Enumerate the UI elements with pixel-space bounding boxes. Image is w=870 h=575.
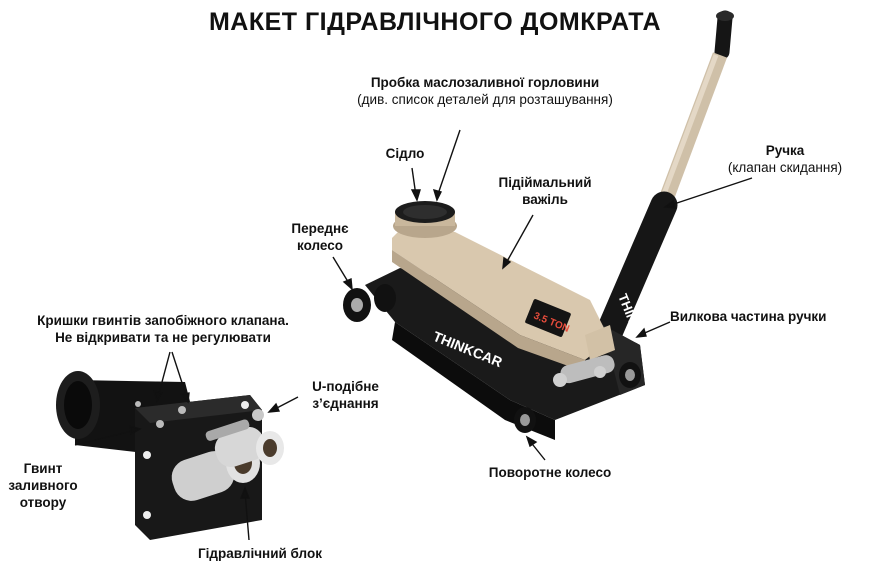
handle-fork [553, 325, 615, 387]
label-fill-plug: Пробка маслозаливної горловини (див. спи… [357, 75, 613, 107]
lift-arm: 3.5 TON [392, 222, 610, 372]
label-fill-screw: Гвинт заливного отвору [8, 461, 78, 510]
label-safety-caps: Кришки гвинтів запобіжного клапана. Не в… [37, 313, 289, 345]
label-front-wheel: Переднє колесо [291, 221, 349, 253]
jack-frame: THINKCAR [365, 268, 645, 440]
page-title: МАКЕТ ГІДРАВЛІЧНОГО ДОМКРАТА [208, 8, 662, 36]
label-handle: Ручка (клапан скидання) [727, 143, 843, 175]
callout-arrows [74, 129, 753, 541]
label-hydraulic-unit: Гідравлічний блок [198, 546, 322, 561]
front-wheel [343, 284, 396, 322]
label-lift-arm: Підіймальний важіль [498, 175, 592, 207]
label-saddle: Сідло [385, 146, 425, 161]
swivel-caster [514, 362, 641, 433]
label-u-joint: U-подібне з’єднання [312, 379, 379, 411]
saddle [393, 201, 457, 238]
hydraulic-unit [56, 371, 284, 540]
label-swivel-caster: Поворотне колесо [488, 465, 612, 480]
label-handle-fork: Вилкова частина ручки [670, 309, 827, 324]
